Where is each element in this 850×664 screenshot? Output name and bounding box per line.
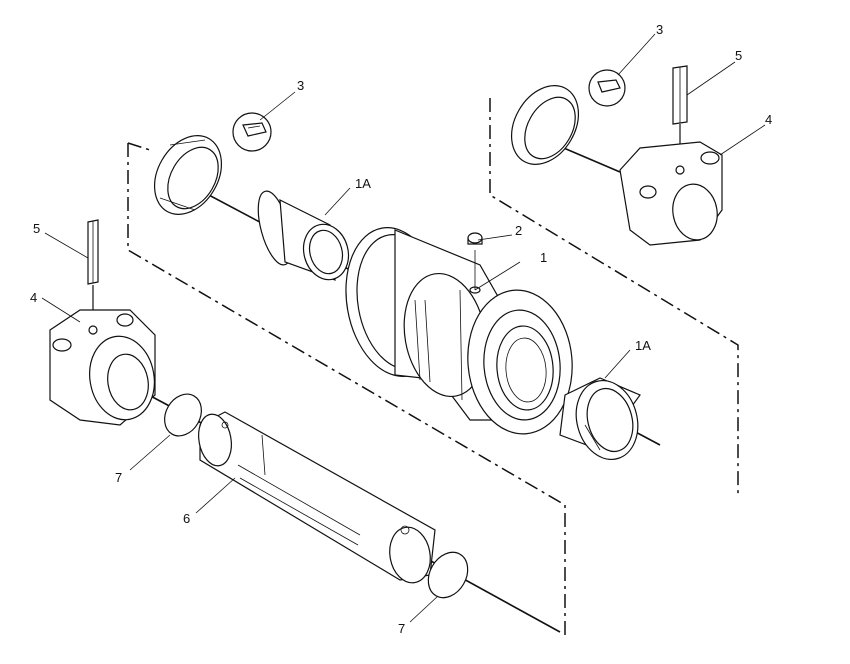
plug-2 [467,232,483,294]
bushing-1a-right [559,377,641,461]
seal-ring-left [153,135,223,215]
assembly-boundary-right [489,98,739,497]
bushing-1a-upper [257,190,350,281]
callout-2: 2 [515,223,522,238]
o-ring-7-left [164,393,202,437]
callout-5-right: 5 [735,48,742,63]
assembly-boundary-main [127,142,566,640]
bracket-4-left [49,309,156,426]
callout-4-left: 4 [30,290,37,305]
callout-1: 1 [540,250,547,265]
callout-1a-right: 1A [635,338,651,353]
callout-3-left: 3 [297,78,304,93]
bracket-4-right [619,141,723,246]
shaft-6 [198,411,436,584]
cap-3-left [232,112,272,152]
callout-4-right: 4 [765,112,772,127]
callout-7-left: 7 [115,470,122,485]
roller-wheel-1 [345,227,573,435]
callout-3-top-right: 3 [656,22,663,37]
callout-6: 6 [183,511,190,526]
seal-ring-right [510,85,580,165]
cap-3-right [588,69,626,107]
o-ring-7-bottom [427,551,469,599]
callout-1a-top: 1A [355,176,371,191]
callout-5-left: 5 [33,221,40,236]
callout-7-bottom: 7 [398,621,405,636]
leader-lines [41,33,766,623]
